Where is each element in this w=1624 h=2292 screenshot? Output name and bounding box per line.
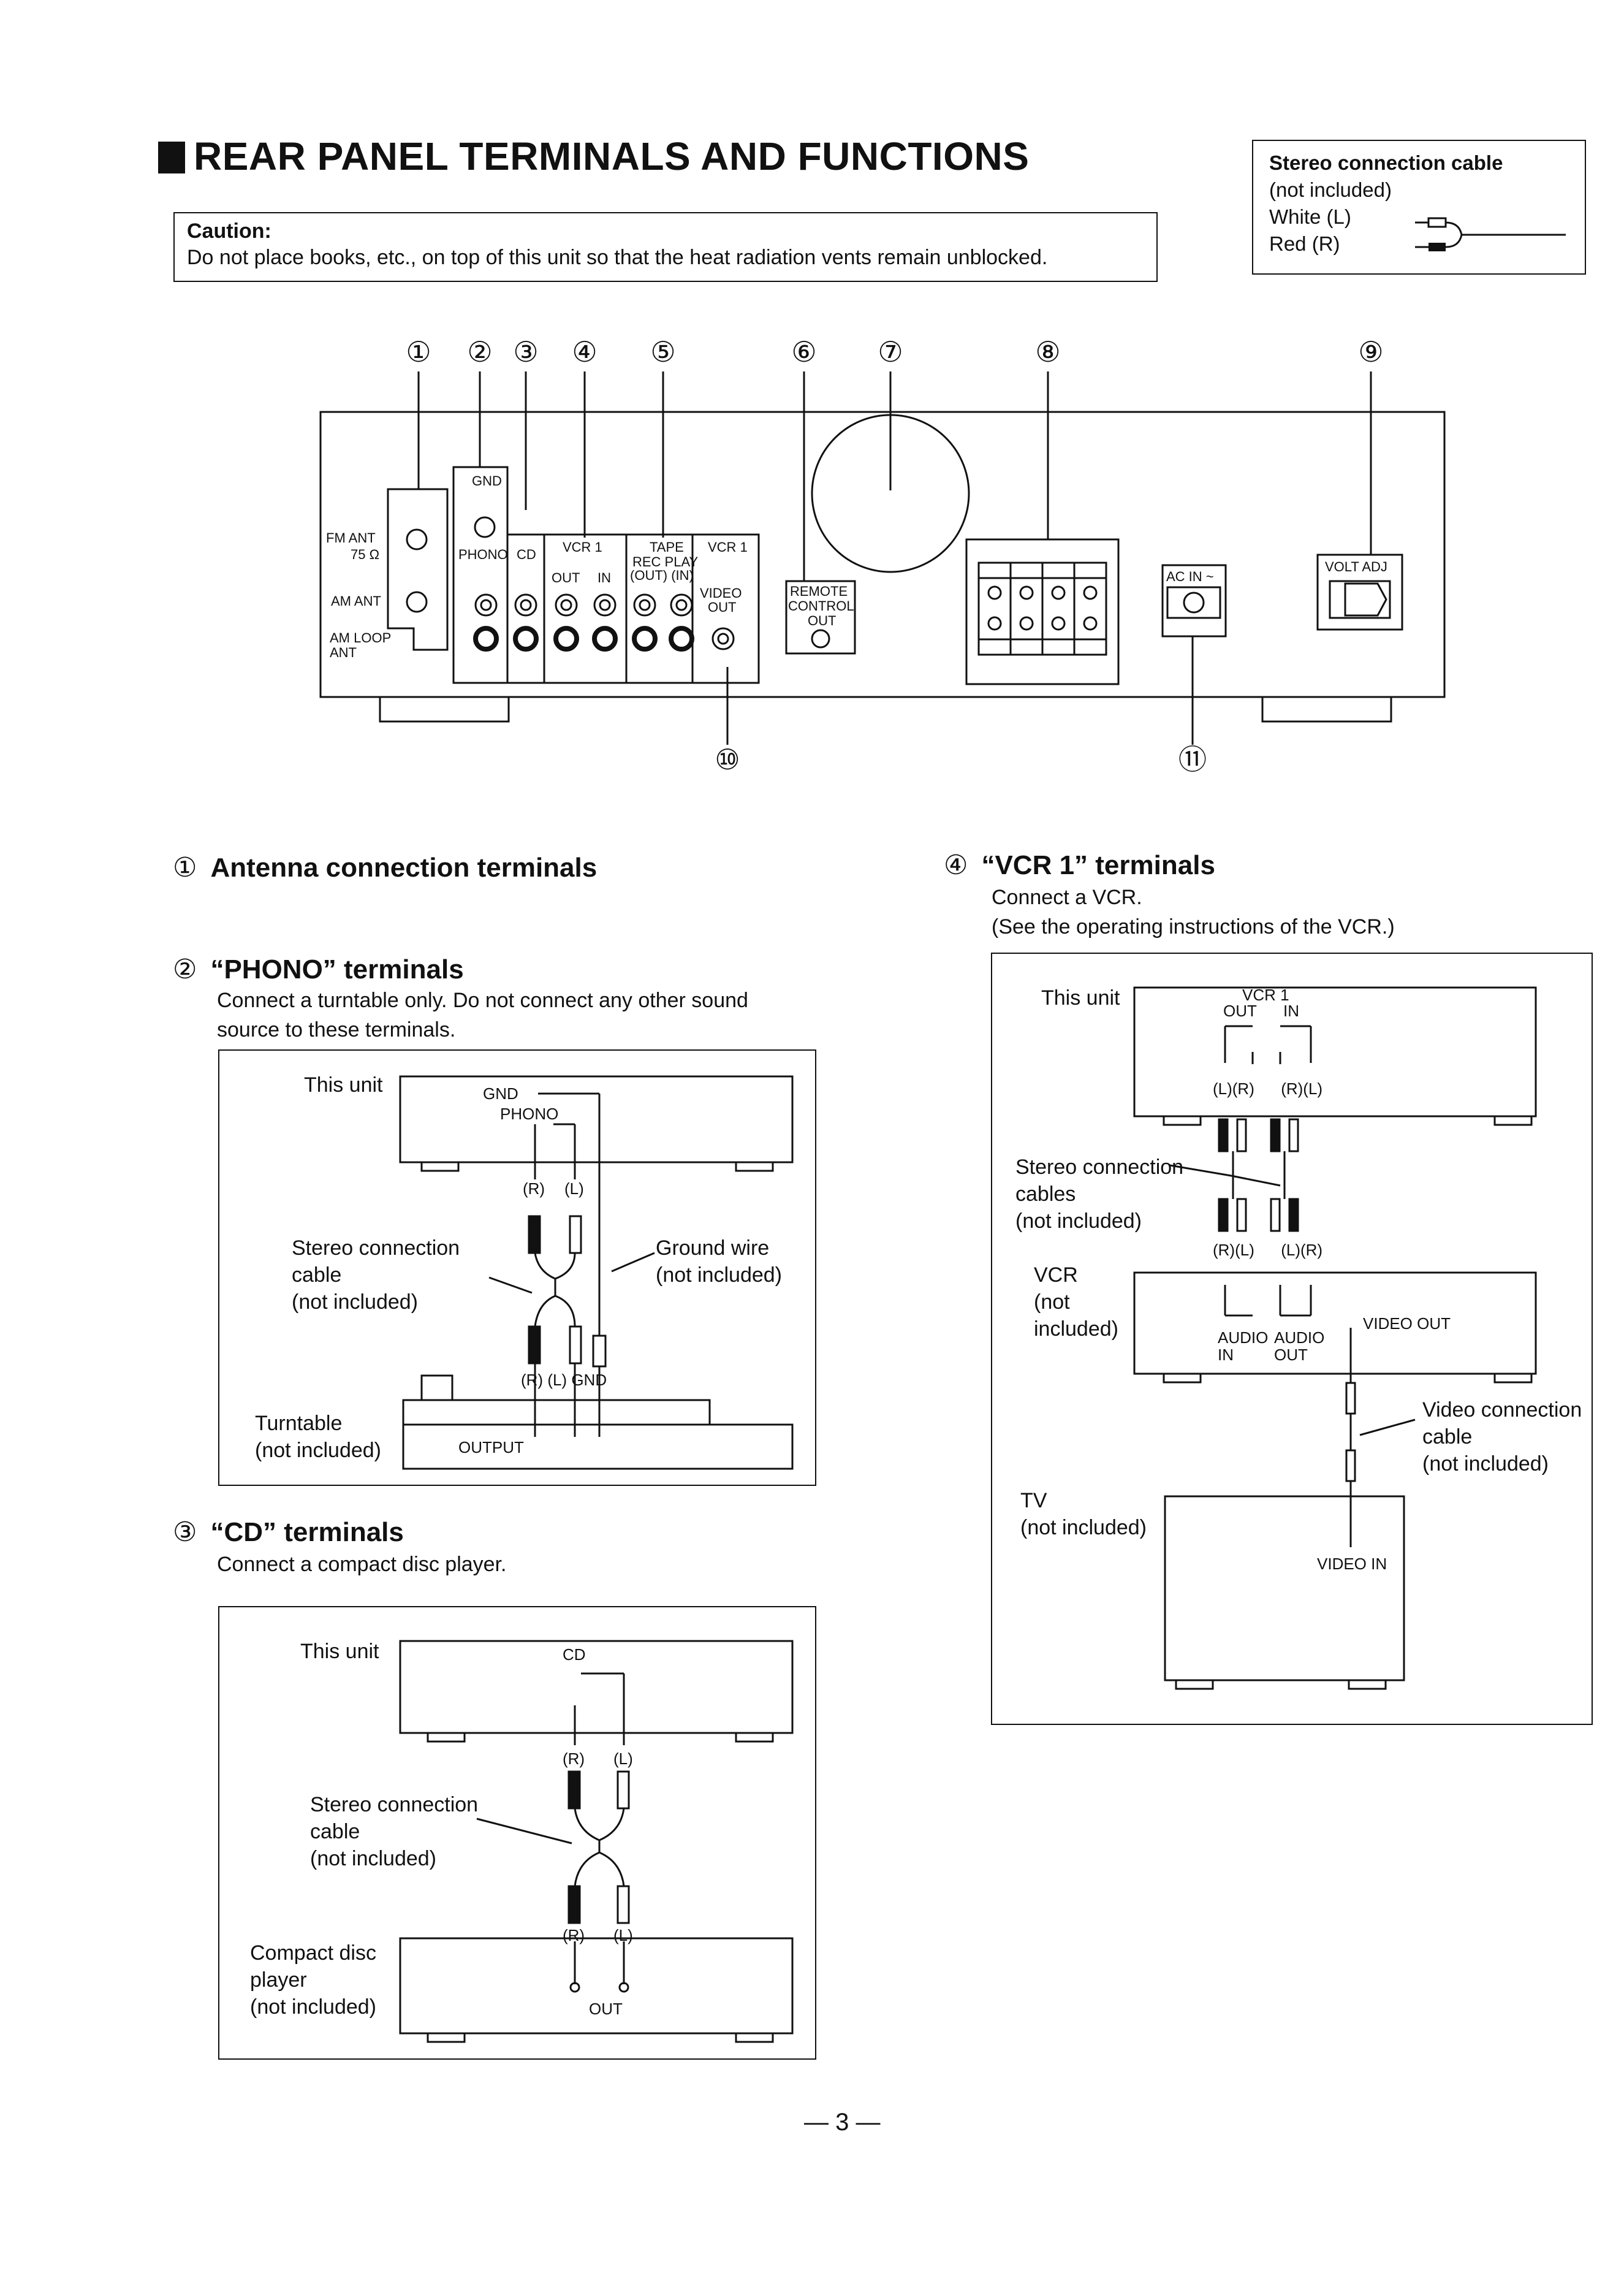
vcr-lr-top-label: (L)(R) (R)(L) [1213,1079,1323,1098]
section-cd-text: Connect a compact disc player. [217,1553,507,1576]
callout-10: ⑩ [715,744,740,775]
page-title: REAR PANEL TERMINALS AND FUNCTIONS [158,134,1029,179]
cable-legend-heading: Stereo connection cable [1269,151,1503,174]
cd-this-unit: This unit [300,1640,379,1663]
vcr-rl-mid-label: (R)(L) (L)(R) [1213,1241,1323,1259]
phono-output-label: OUTPUT [458,1438,524,1456]
vcr-tv-label: TV (not included) [1020,1489,1147,1539]
cd-cable-label: Stereo connection cable (not included) [310,1793,479,1870]
label-fm-ohm: 75 Ω [351,547,379,562]
vcr-audio-in-label: AUDIO IN [1218,1328,1269,1364]
section-cd-heading: ③“CD” terminals [173,1517,404,1547]
label-video-out: OUT [708,600,736,615]
section-phono-heading: ②“PHONO” terminals [173,954,464,984]
cable-legend-white: White (L) [1269,205,1351,228]
phono-cable-label: Stereo connection cable (not included) [292,1236,460,1314]
cd-cd-label: CD [563,1645,586,1664]
section-vcr1-heading: ④“VCR 1” terminals [944,850,1215,880]
callout-5: ⑤ [650,336,675,368]
phono-l-label: (L) [564,1179,584,1198]
label-ac-in: AC IN ~ [1166,569,1214,584]
phono-rlgnd-label: (R) (L) GND [521,1371,607,1389]
cd-diagram: This unit CD (R) (L) Stereo connection c… [218,1606,816,2060]
vcr-audio-out-label: AUDIO OUT [1274,1328,1325,1364]
vcr-this-unit: This unit [1041,986,1120,1010]
label-video: VIDEO [700,585,742,601]
callout-8: ⑧ [1035,336,1060,368]
label-vcr1-group: VCR 1 [563,539,602,555]
phono-ground-wire-label: Ground wire (not included) [656,1236,783,1287]
phono-gnd-label: GND [483,1084,518,1103]
cd-out-label: OUT [589,2000,623,2018]
label-remote-control: CONTROL [788,598,854,614]
callout-3: ③ [513,336,538,368]
vcr-video-out-label: VIDEO OUT [1363,1314,1451,1333]
vcr-vcr1-label: VCR 1 [1242,986,1289,1004]
cable-plug-icon [1415,217,1566,251]
cable-legend-note: (not included) [1269,178,1392,201]
caution-box: Caution: Do not place books, etc., on to… [173,212,1158,282]
phono-diagram: This unit GND PHONO (R) (L) Stereo conne… [218,1049,816,1486]
label-am-ant: AM ANT [331,593,381,609]
section-vcr1-text: Connect a VCR. (See the operating instru… [992,886,1395,939]
vcr-diagram: This unit VCR 1 OUT IN (L)(R) (R)(L) Ste… [991,953,1593,1725]
callout-11: ⑪ [1178,744,1207,775]
label-phono: PHONO [458,547,508,562]
label-vcr1-in: IN [598,570,611,585]
callout-4: ④ [572,336,597,368]
label-am-loop-ant: ANT [330,645,357,660]
callout-7: ⑦ [878,336,903,368]
label-remote: REMOTE [790,584,848,599]
phono-turntable-label: Turntable (not included) [255,1412,382,1462]
label-volt-adj: VOLT ADJ [1325,559,1387,574]
cd-l-label: (L) [613,1749,633,1768]
label-am-loop: AM LOOP [330,630,391,645]
label-cd: CD [517,547,536,562]
callout-6: ⑥ [791,336,816,368]
cable-legend: Stereo connection cable (not included) W… [1252,140,1586,275]
page-number: — 3 — [804,2109,881,2136]
label-tape-out-in: (OUT) (IN) [630,568,694,583]
vcr-vcr-label: VCR (not included) [1034,1263,1118,1341]
vcr-cable-label: Stereo connection cables (not included) [1015,1156,1184,1233]
label-remote-out: OUT [808,613,836,628]
callout-1: ① [406,336,431,368]
label-tape: TAPE [650,539,684,555]
caution-heading: Caution: [187,219,271,243]
cd-r-label: (R) [563,1749,585,1768]
vcr-video-in-label: VIDEO IN [1317,1555,1387,1573]
vcr-in-label: IN [1283,1002,1299,1020]
phono-r-label: (R) [523,1179,545,1198]
cd-l2-label: (L) [613,1926,633,1944]
phono-this-unit: This unit [304,1073,383,1097]
title-bullet [158,142,185,173]
label-rec-play: REC PLAY [632,554,699,569]
label-gnd: GND [472,473,502,489]
cd-player-label: Compact disc player (not included) [250,1941,377,2019]
callout-9: ⑨ [1358,336,1383,368]
callout-2: ② [467,336,492,368]
label-vcr1: VCR 1 [708,539,748,555]
phono-phono-label: PHONO [500,1105,559,1123]
cd-r2-label: (R) [563,1926,585,1944]
label-vcr1-out: OUT [552,570,580,585]
cable-legend-red: Red (R) [1269,232,1340,255]
rear-panel-diagram: FM ANT 75 Ω AM ANT AM LOOP ANT GND PHONO… [319,336,1446,775]
section-phono-text: Connect a turntable only. Do not connect… [217,989,748,1041]
caution-text: Do not place books, etc., on top of this… [187,246,1048,269]
label-fm-ant: FM ANT [326,530,376,546]
vcr-video-cable-label: Video connection cable (not included) [1422,1398,1582,1475]
vcr-out-label: OUT [1223,1002,1257,1020]
